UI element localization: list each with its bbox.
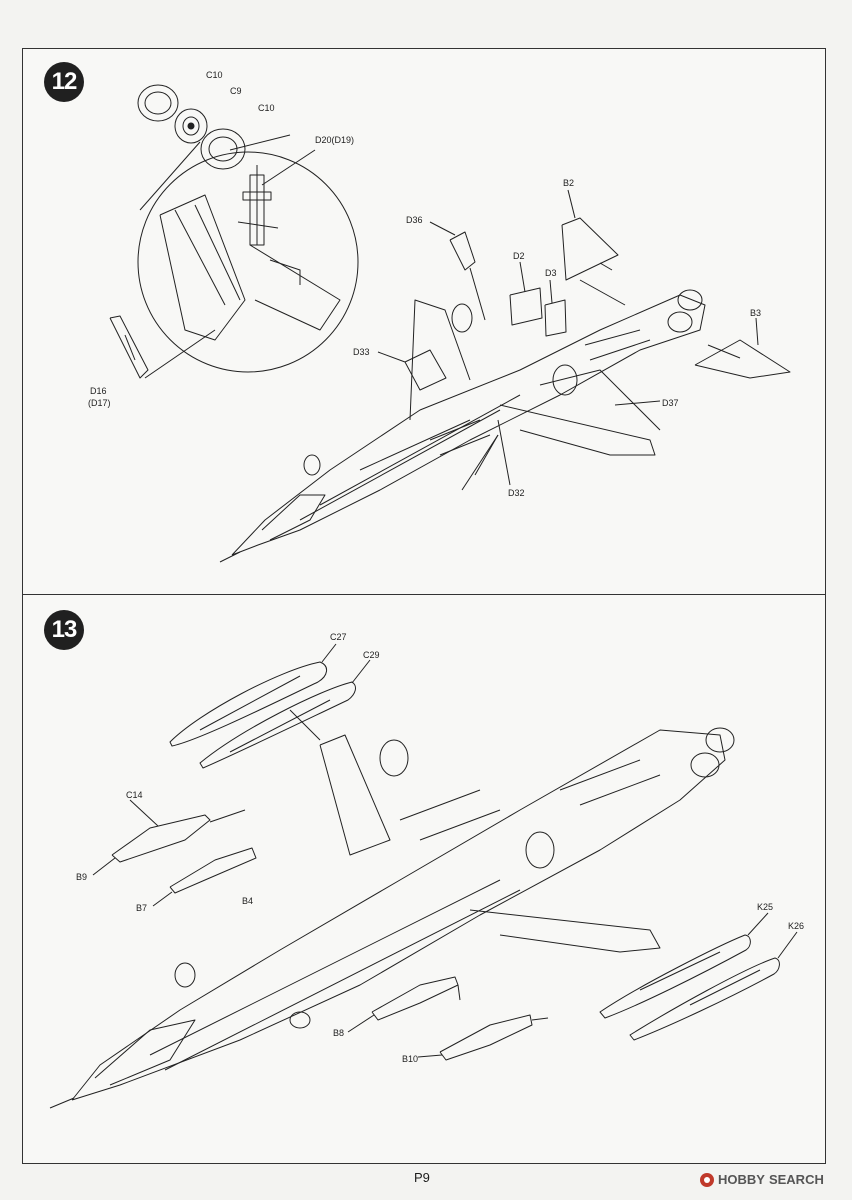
watermark-word: SEARCH: [768, 1172, 824, 1187]
part-label: D3: [545, 268, 557, 278]
part-label: D2: [513, 251, 525, 261]
part-label: C10: [258, 103, 275, 113]
gear-door-d16: [109, 315, 149, 379]
part-label: C29: [363, 650, 380, 660]
drop-tank-k26: [629, 957, 780, 1041]
part-label: D16: [90, 386, 107, 396]
part-label: B4: [242, 896, 254, 906]
part-d36: [449, 231, 476, 271]
part-label: (D17): [88, 398, 111, 408]
part-label: D33: [353, 347, 370, 357]
part-label: D37: [662, 398, 679, 408]
part-label: D20(D19): [315, 135, 355, 145]
part-label: C10: [206, 70, 223, 80]
fin-part-b3: [694, 339, 791, 379]
drop-tank-c29: [199, 681, 356, 769]
part-label: B7: [136, 903, 148, 913]
aircraft-step13: [49, 727, 735, 1109]
part-label: B2: [563, 178, 575, 188]
pylon-b10: [439, 1014, 533, 1061]
part-label: C27: [330, 632, 347, 642]
wing-far: [469, 909, 661, 953]
pylon-b8: [371, 976, 459, 1021]
drop-tank-k25: [599, 934, 751, 1019]
step-number-badge: 12: [44, 62, 84, 102]
part-label: K25: [757, 902, 774, 912]
step-divider: [22, 594, 826, 595]
part-label: B9: [76, 872, 88, 882]
step-number-badge: 13: [44, 610, 84, 650]
part-label: B3: [750, 308, 762, 318]
panel-d3: [544, 299, 567, 337]
wheel-bay-detail: [159, 194, 341, 341]
part-label: C14: [126, 790, 143, 800]
watermark-brand: HOBBY: [718, 1172, 765, 1187]
wing-near: [319, 734, 391, 856]
panel-d33: [404, 349, 447, 391]
pylon-c14-b9: [111, 814, 211, 863]
part-label: K26: [788, 921, 805, 931]
wheel-tire-c10: [137, 84, 179, 122]
part-label: C9: [230, 86, 242, 96]
detail-callout-circle: [137, 151, 359, 373]
part-label: B8: [333, 1028, 345, 1038]
fin-part-b2: [561, 217, 619, 281]
panel-d2: [509, 287, 543, 326]
watermark: HOBBY SEARCH: [700, 1172, 824, 1187]
drop-tank-c27: [169, 661, 327, 747]
part-label: D32: [508, 488, 525, 498]
aircraft-step12: [219, 289, 706, 563]
part-label: B10: [402, 1054, 419, 1064]
hobby-search-logo-icon: [700, 1172, 714, 1187]
page-number: P9: [414, 1170, 430, 1185]
part-label: D36: [406, 215, 423, 225]
wheel-hub-c9: [174, 108, 208, 144]
landing-gear-strut-d20: [237, 165, 279, 246]
pylon-b7: [169, 847, 257, 894]
wheel-tire-c10-b: [200, 128, 246, 170]
